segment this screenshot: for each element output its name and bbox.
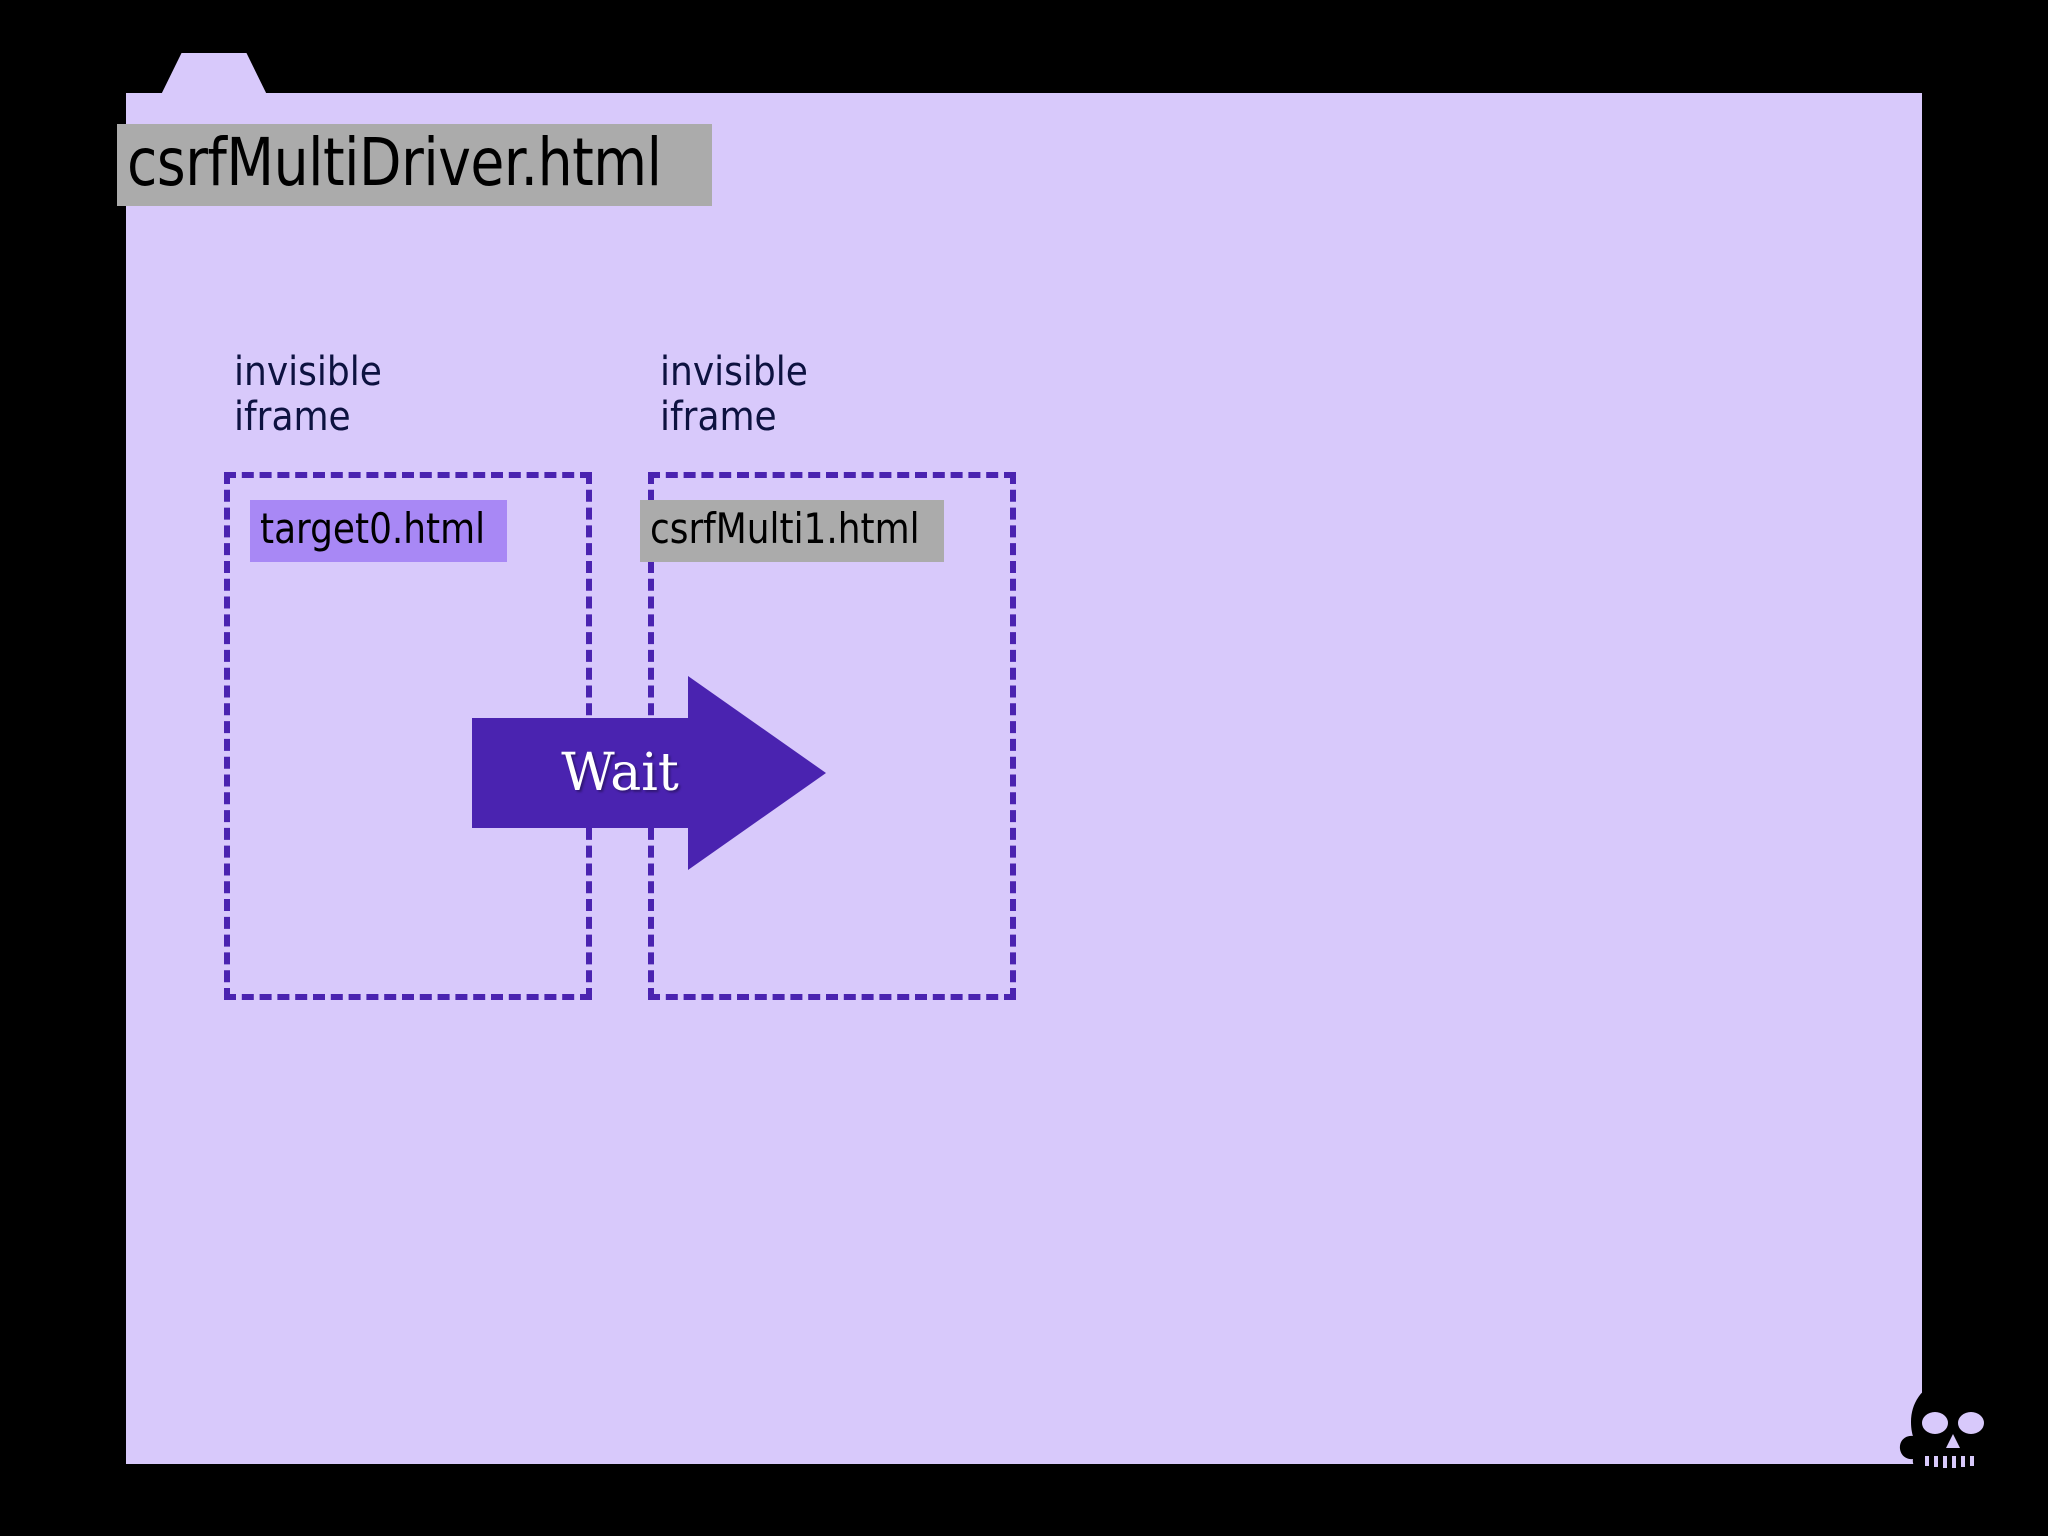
iframe-label-text-1: csrfMulti1.html — [650, 504, 920, 553]
iframe-caption-1: invisible iframe — [660, 349, 808, 440]
wait-arrow: Wait — [472, 676, 826, 870]
page-title-text: csrfMultiDriver.html — [127, 124, 662, 201]
page-title: csrfMultiDriver.html — [117, 124, 712, 206]
arrow-right-icon — [472, 676, 826, 870]
content-panel — [126, 93, 1922, 1464]
iframe-label-chip-1: csrfMulti1.html — [640, 500, 944, 562]
skull-icon — [1891, 1376, 2015, 1506]
iframe-label-text-0: target0.html — [260, 504, 486, 553]
iframe-label-chip-0: target0.html — [250, 500, 507, 562]
iframe-caption-0: invisible iframe — [234, 349, 382, 440]
